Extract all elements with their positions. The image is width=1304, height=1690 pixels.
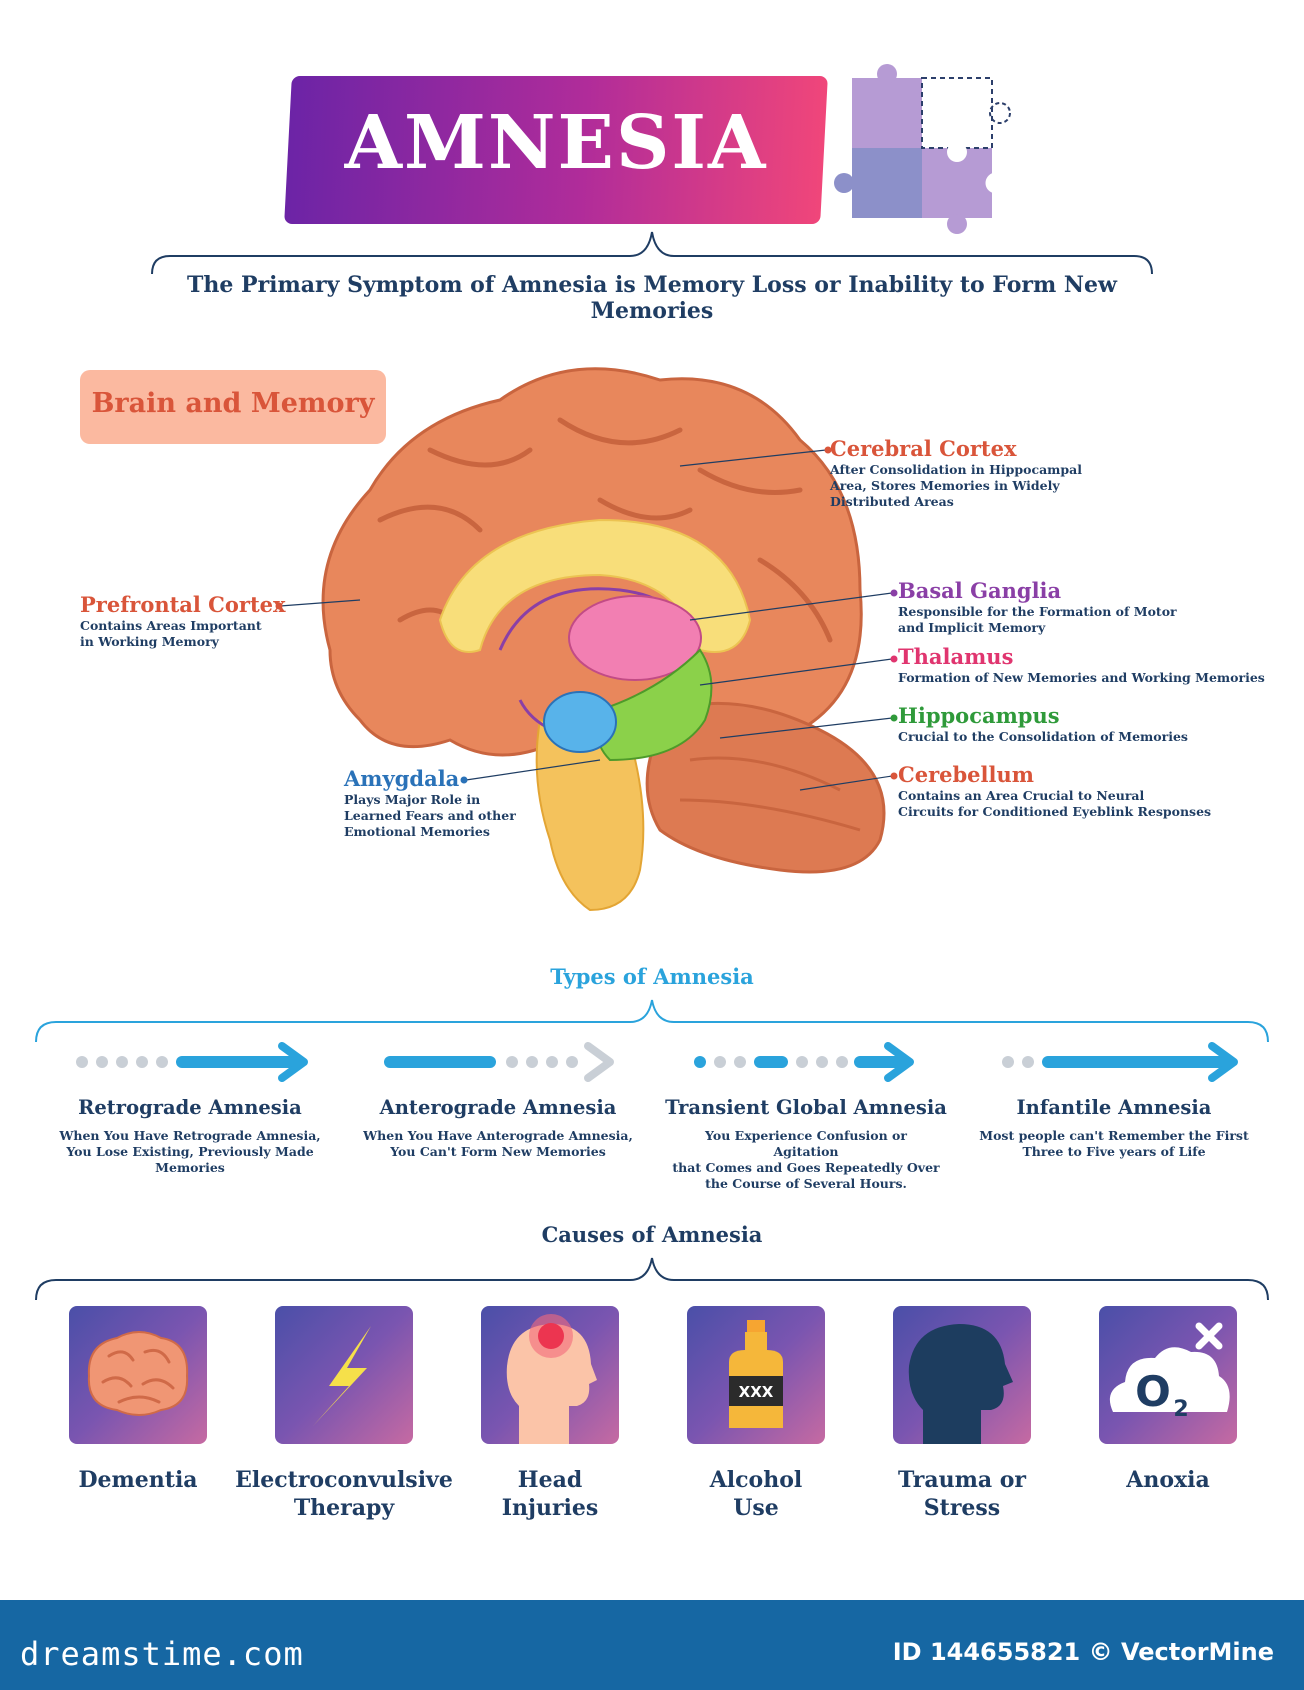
types-title: Types of Amnesia [550,964,754,989]
cause-tile-head-injuries [481,1306,619,1444]
hippocampus-title: Hippocampus [898,703,1060,728]
cause-tile-trauma [893,1306,1031,1444]
type-retrograde-desc: When You Have Retrograde Amnesia,You Los… [59,1128,321,1175]
type-infantile-title: Infantile Amnesia [1016,1096,1212,1119]
pointer-lines [275,446,898,791]
anterograde-arrow [384,1042,614,1082]
cause-tile-alcohol: XXX [687,1306,825,1444]
brain-icon [87,1331,189,1416]
thalamus-desc: Formation of New Memories and Working Me… [898,670,1265,685]
hippocampus-desc: Crucial to the Consolidation of Memories [898,729,1188,744]
retrograde-arrow [76,1042,308,1082]
types-arrows [76,1042,1238,1082]
type-retrograde-title: Retrograde Amnesia [78,1096,302,1119]
o2-cloud-icon: O 2 [1109,1322,1230,1422]
types-brace [35,999,1269,1043]
thalamus-shape [568,595,702,681]
amygdala-title: Amygdala [344,766,460,791]
brainstem-shape [535,718,645,912]
puzzle-icon [834,64,1011,234]
cause-label-anoxia: Anoxia [1126,1467,1210,1493]
bottle-label: XXX [739,1383,774,1401]
basal-ganglia-title: Basal Ganglia [898,578,1062,603]
cause-label-dementia: Dementia [78,1467,198,1493]
type-anterograde-desc: When You Have Anterograde Amnesia,You Ca… [363,1128,633,1159]
o2-letter: O [1135,1367,1171,1416]
footer-bar [0,1600,1304,1690]
head-injury-icon [506,1314,597,1444]
section-badge [80,370,386,444]
type-anterograde-title: Anterograde Amnesia [379,1096,617,1119]
footer-logo: dreamstime.com [20,1635,304,1673]
o2-subscript: 2 [1173,1397,1188,1422]
bottle-icon: XXX [729,1320,783,1428]
close-icon [1195,1322,1223,1350]
footer-id: ID 144655821 © VectorMine [892,1638,1274,1666]
cause-tile-dementia [69,1306,207,1444]
head-silhouette-icon [908,1324,1013,1444]
cerebellum-title: Cerebellum [898,762,1034,787]
page-title: AMNESIA [344,100,768,186]
transient-arrow [694,1042,914,1082]
prefrontal-cortex-title: Prefrontal Cortex [80,592,286,617]
cause-tile-anoxia: O 2 [1099,1306,1237,1444]
causes-brace [35,1257,1269,1301]
cerebellum-shape [645,701,886,874]
lightning-icon [313,1326,371,1426]
infantile-arrow [1002,1042,1238,1082]
causes-title: Causes of Amnesia [541,1222,763,1247]
amygdala-shape [543,691,617,753]
cerebral-cortex-title: Cerebral Cortex [830,436,1017,461]
cause-tile-electroconvulsive [275,1306,413,1444]
section-title-brain: Brain and Memory [91,388,375,419]
thalamus-title: Thalamus [898,644,1014,669]
subtitle-brace [151,231,1153,275]
subtitle: The Primary Symptom of Amnesia is Memory… [187,272,1117,324]
type-transient-title: Transient Global Amnesia [665,1096,947,1119]
hippocampus-shape [595,648,713,762]
brain-illustration [321,367,886,912]
